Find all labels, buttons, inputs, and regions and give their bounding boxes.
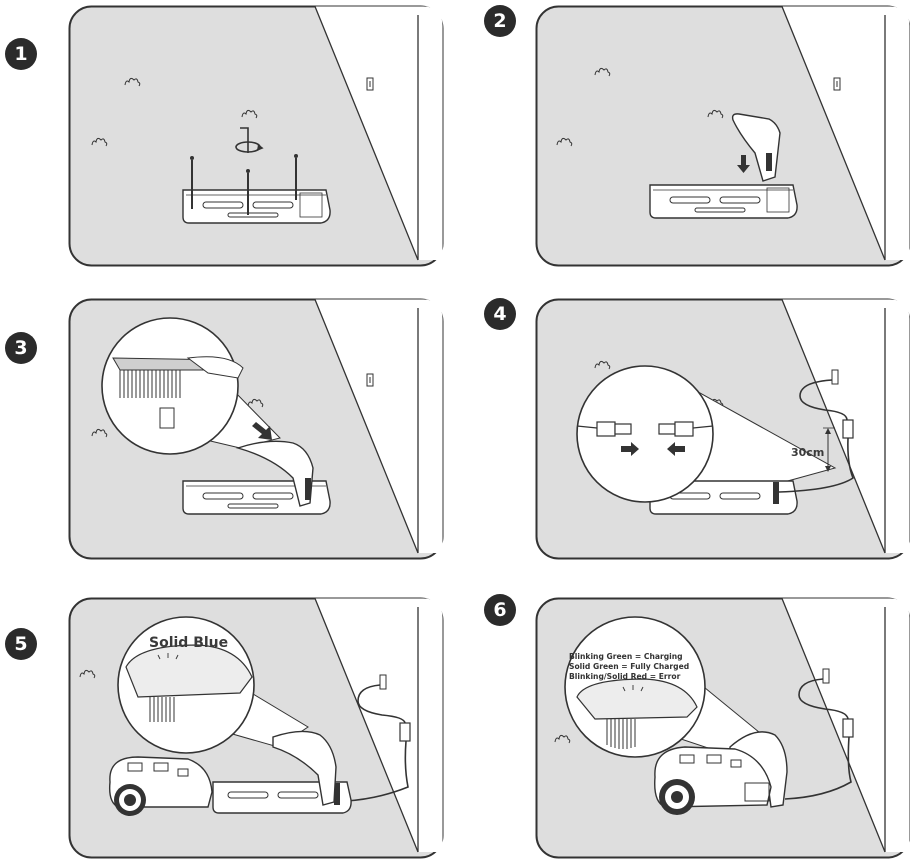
step-6-illustration: Blinking Green = Charging Solid Green = … — [535, 597, 910, 859]
status-line-fully-charged: Solid Green = Fully Charged — [569, 662, 689, 671]
step-panel-5: Solid Blue — [68, 597, 444, 859]
step-5-illustration: Solid Blue — [68, 597, 444, 859]
charging-station-base — [183, 190, 330, 223]
wall-socket-icon — [823, 669, 829, 683]
wall-socket-icon — [380, 675, 386, 689]
step-2-illustration — [535, 5, 910, 267]
step-panel-3 — [68, 298, 444, 560]
step-4-illustration: 30cm — [535, 298, 910, 560]
indicator-label: Solid Blue — [149, 635, 228, 651]
wall-socket-icon — [367, 78, 373, 90]
status-line-charging: Blinking Green = Charging — [569, 652, 683, 661]
wall-socket-icon — [834, 78, 840, 90]
step-panel-4: 30cm — [535, 298, 910, 560]
step-badge-3: 3 — [5, 332, 37, 364]
step-badge-4: 4 — [484, 298, 516, 330]
power-adapter-icon — [400, 723, 410, 741]
step-badge-1: 1 — [5, 38, 37, 70]
step-3-illustration — [68, 298, 444, 560]
step-panel-1 — [68, 5, 444, 267]
step-badge-2: 2 — [484, 5, 516, 37]
step-1-illustration — [68, 5, 444, 267]
step-panel-6: Blinking Green = Charging Solid Green = … — [535, 597, 910, 859]
step-number: 1 — [14, 43, 27, 65]
power-adapter-icon — [843, 420, 853, 438]
robot-mower — [110, 757, 212, 816]
charging-station-base — [650, 185, 797, 218]
step-badge-5: 5 — [5, 628, 37, 660]
magnified-callout — [577, 366, 713, 502]
step-number: 6 — [493, 599, 506, 621]
step-panel-2 — [535, 5, 910, 267]
power-adapter-icon — [843, 719, 853, 737]
wall-socket-icon — [367, 374, 373, 386]
step-number: 2 — [493, 10, 506, 32]
step-number: 5 — [14, 633, 27, 655]
status-line-error: Blinking/Solid Red = Error — [569, 672, 681, 681]
step-number: 4 — [493, 303, 506, 325]
step-number: 3 — [14, 337, 27, 359]
magnified-callout — [565, 617, 705, 757]
step-badge-6: 6 — [484, 594, 516, 626]
wall-socket-icon — [832, 370, 838, 384]
distance-label: 30cm — [791, 446, 824, 459]
